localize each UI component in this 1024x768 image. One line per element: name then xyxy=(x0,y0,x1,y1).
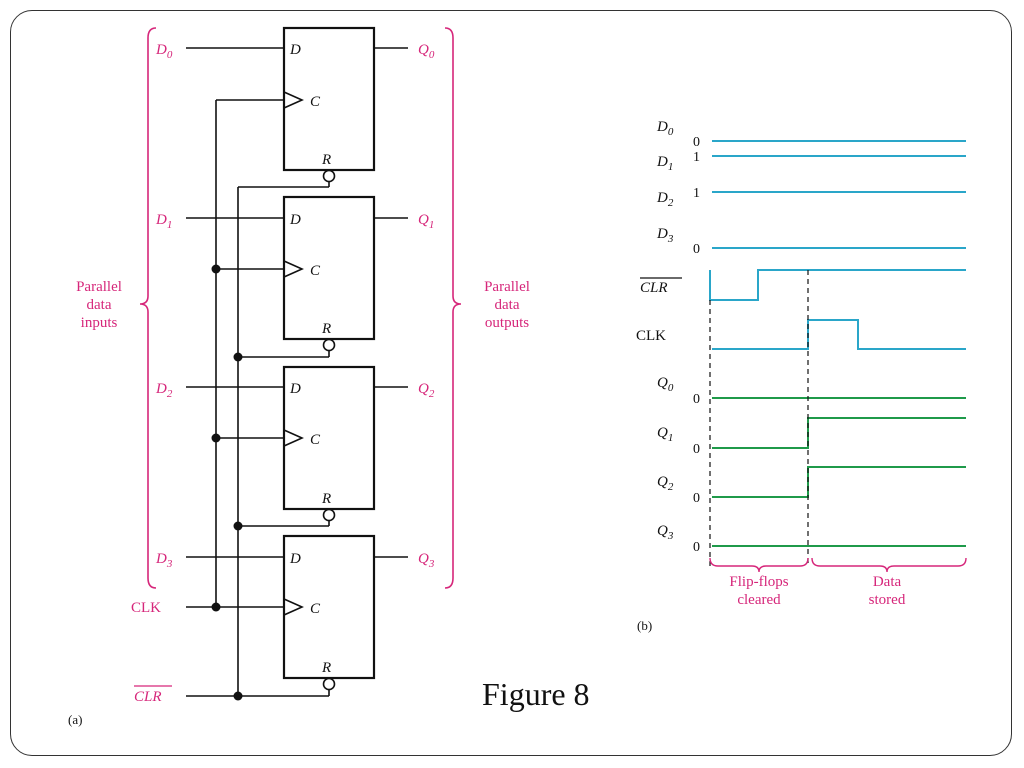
clock-edge-marker-2 xyxy=(283,429,304,447)
input-label-d3: D3 xyxy=(155,551,173,570)
pin-labels: D C R D C R D C R D C R xyxy=(289,42,331,676)
timing-name-d2: D2 xyxy=(656,190,674,209)
reset-bubble-0 xyxy=(322,169,336,183)
timing-value-q1: 0 xyxy=(693,442,700,457)
timing-value-d2: 1 xyxy=(693,186,700,201)
pin-c-label: C xyxy=(310,432,321,448)
register-circuit-diagram xyxy=(139,26,462,701)
timing-name-d1: D1 xyxy=(656,154,673,173)
timing-name-q1: Q1 xyxy=(657,425,673,444)
timing-value-q3: 0 xyxy=(693,540,700,555)
timing-value-d1: 1 xyxy=(693,150,700,165)
clk-input-label: CLK xyxy=(131,600,161,616)
timing-value-d3: 0 xyxy=(693,242,700,257)
timing-name-d0: D0 xyxy=(656,119,674,138)
wave-q1 xyxy=(712,417,966,449)
timing-name-q3: Q3 xyxy=(657,523,674,542)
phase-cleared-line: cleared xyxy=(737,592,781,608)
inputs-caption-line: data xyxy=(87,297,112,313)
phase-stored-line: stored xyxy=(869,592,906,608)
pin-r-label: R xyxy=(321,152,331,168)
output-label-q3: Q3 xyxy=(418,551,435,570)
cleared-phase-brace xyxy=(709,557,809,573)
inputs-brace xyxy=(139,27,157,589)
part-a-label: (a) xyxy=(68,712,82,727)
pin-c-label: C xyxy=(310,94,321,110)
timing-value-d0: 0 xyxy=(693,135,700,150)
timing-name-d3: D3 xyxy=(656,226,674,245)
data-input-labels: D0 D1 D2 D3 xyxy=(155,42,173,570)
input-label-d0: D0 xyxy=(155,42,173,61)
phase-cleared-line: Flip-flops xyxy=(729,574,788,590)
clock-junction-dot xyxy=(211,602,221,612)
clock-edge-marker-3 xyxy=(283,598,304,616)
part-b-label: (b) xyxy=(637,618,652,633)
pin-d-label: D xyxy=(289,551,301,567)
wave-clr xyxy=(709,269,966,301)
wave-clk xyxy=(712,319,966,350)
outputs-caption: Parallel data outputs xyxy=(484,279,530,331)
timing-value-q2: 0 xyxy=(693,491,700,506)
timing-name-clk: CLK xyxy=(636,328,666,344)
timing-name-q2: Q2 xyxy=(657,474,674,493)
figure-title: Figure 8 xyxy=(482,676,590,712)
reset-bubble-1 xyxy=(322,338,336,352)
timing-signal-values: 0 1 1 0 0 0 0 0 xyxy=(693,135,700,555)
timing-diagram xyxy=(709,140,967,573)
pin-r-label: R xyxy=(321,660,331,676)
timing-name-q0: Q0 xyxy=(657,375,674,394)
inputs-caption-line: Parallel xyxy=(76,279,122,295)
reset-bubble-2 xyxy=(322,508,336,522)
output-label-q1: Q1 xyxy=(418,212,434,231)
timing-value-q0: 0 xyxy=(693,392,700,407)
pin-c-label: C xyxy=(310,263,321,279)
pin-r-label: R xyxy=(321,321,331,337)
clear-junction-dot xyxy=(233,691,243,701)
clock-edge-marker-1 xyxy=(283,260,304,278)
wave-q2 xyxy=(712,466,966,498)
data-output-labels: Q0 Q1 Q2 Q3 xyxy=(418,42,435,570)
input-label-d2: D2 xyxy=(155,381,173,400)
output-label-q0: Q0 xyxy=(418,42,435,61)
clock-edge-marker-0 xyxy=(283,91,304,109)
clr-input-label: CLR xyxy=(134,689,162,705)
clear-junction-dot xyxy=(233,352,243,362)
outputs-caption-line: data xyxy=(495,297,520,313)
inputs-caption: Parallel data inputs xyxy=(76,279,122,331)
outputs-brace xyxy=(444,27,462,589)
clock-junction-dot xyxy=(211,433,221,443)
phase-stored-label: Data stored xyxy=(869,574,906,608)
reset-bubble-3 xyxy=(322,677,336,691)
phase-stored-line: Data xyxy=(873,574,902,590)
pin-d-label: D xyxy=(289,42,301,58)
outputs-caption-line: Parallel xyxy=(484,279,530,295)
stored-phase-brace xyxy=(811,557,967,573)
pin-d-label: D xyxy=(289,212,301,228)
output-label-q2: Q2 xyxy=(418,381,435,400)
pin-c-label: C xyxy=(310,601,321,617)
pin-d-label: D xyxy=(289,381,301,397)
phase-cleared-label: Flip-flops cleared xyxy=(729,574,788,608)
inputs-caption-line: inputs xyxy=(81,315,118,331)
timing-name-clr: CLR xyxy=(640,280,668,296)
timing-signal-names: D0 D1 D2 D3 CLR CLK Q0 Q1 Q2 Q3 xyxy=(636,119,674,542)
slide-frame xyxy=(10,10,1012,756)
clear-junction-dot xyxy=(233,521,243,531)
outputs-caption-line: outputs xyxy=(485,315,529,331)
pin-r-label: R xyxy=(321,491,331,507)
clock-junction-dot xyxy=(211,264,221,274)
input-label-d1: D1 xyxy=(155,212,172,231)
